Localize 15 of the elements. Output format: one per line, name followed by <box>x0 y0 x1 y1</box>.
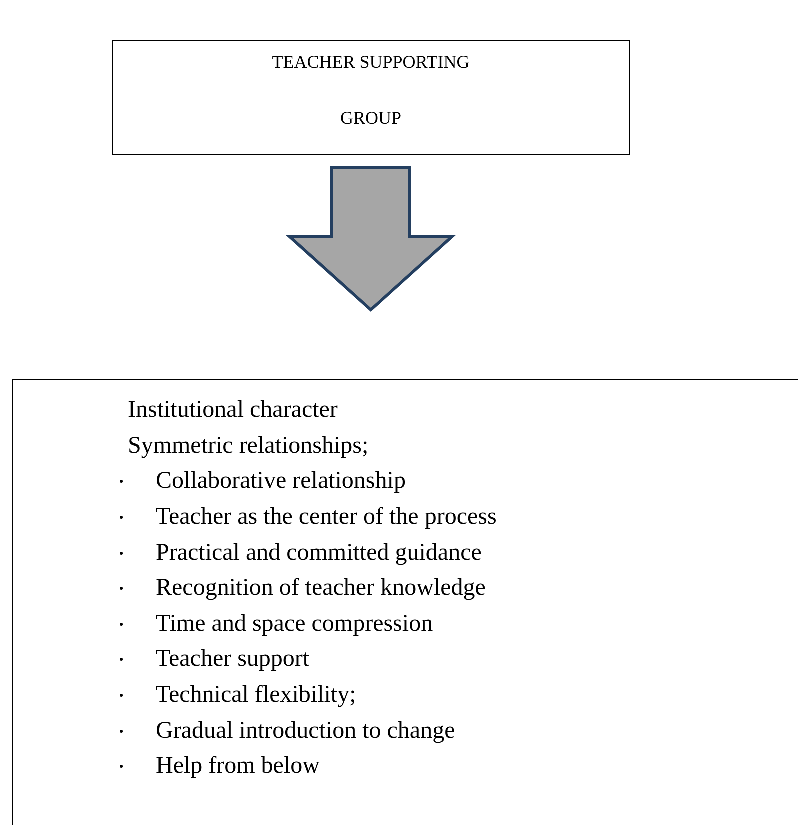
list-item: Collaborative relationship <box>156 468 406 496</box>
list-item: Recognition of teacher knowledge <box>156 575 486 602</box>
list-item: Technical flexibility; <box>156 682 356 710</box>
list-item: Teacher support <box>156 646 310 674</box>
list-item: Gradual introduction to change <box>156 718 456 745</box>
box-title: TEACHER SUPPORTING GROUP <box>271 51 471 130</box>
list-item: Time and space compression <box>156 610 434 638</box>
content-box <box>12 379 798 825</box>
block-arrow <box>286 166 456 312</box>
list-item: Practical and committed guidance <box>156 540 482 567</box>
process-box <box>112 40 630 155</box>
list-item: Help from below <box>156 753 320 780</box>
heading-text: Symmetric relationships; <box>128 432 369 460</box>
list-item: Teacher as the center of the process <box>156 504 497 532</box>
heading-text: Institutional character <box>128 397 338 424</box>
